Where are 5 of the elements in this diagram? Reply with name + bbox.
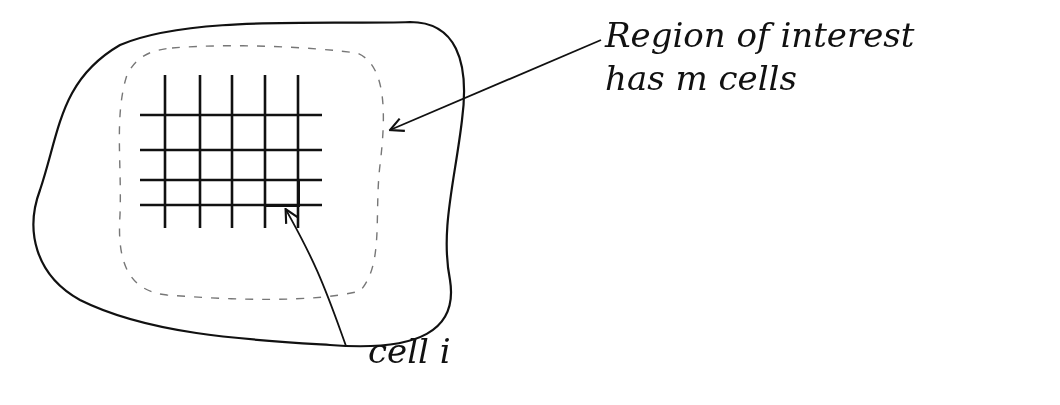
curved-arrow bbox=[284, 207, 347, 347]
annotation-text: cell i bbox=[368, 330, 478, 373]
leader-line bbox=[388, 39, 602, 132]
annotation-text: Region of interest has m cells bbox=[605, 14, 935, 99]
grid-cell bbox=[264, 179, 300, 207]
